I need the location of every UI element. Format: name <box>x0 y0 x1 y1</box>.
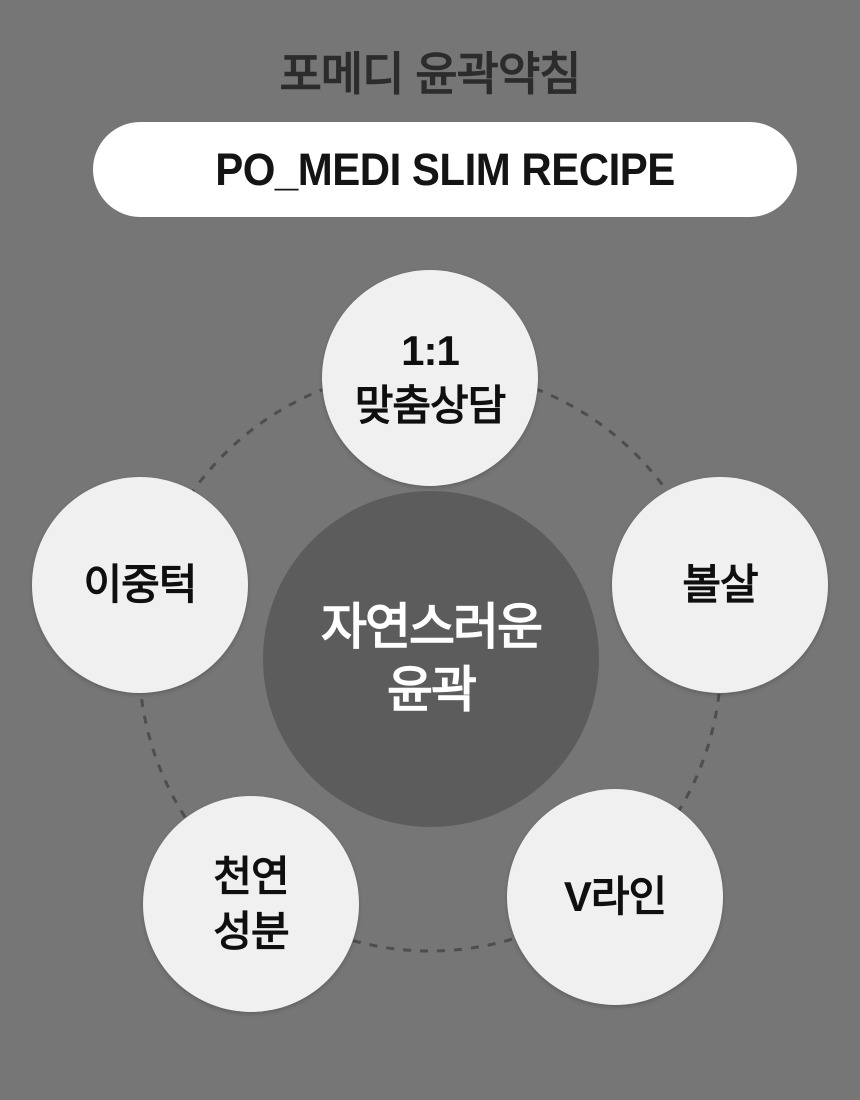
satellite-consult-line1: 1:1 <box>401 326 460 374</box>
recipe-badge: PO_MEDI SLIM RECIPE <box>93 122 797 217</box>
satellite-circle-double-chin: 이중턱 <box>32 477 248 693</box>
hub-circle-natural-contour: 자연스러운 윤곽 <box>263 491 599 827</box>
recipe-badge-label: PO_MEDI SLIM RECIPE <box>215 143 675 195</box>
page-title: 포메디 윤곽약침 <box>279 48 581 100</box>
hub-label-line2: 윤곽 <box>387 662 477 718</box>
satellite-consult-line2: 맞춤상담 <box>354 382 507 429</box>
satellite-circle-consult: 1:1 맞춤상담 <box>322 270 538 486</box>
hub-label-line1: 자연스러운 <box>321 599 543 655</box>
satellite-circle-cheek-fat: 볼살 <box>612 477 828 693</box>
satellite-natural-ingredients-line1: 천연 <box>213 852 289 900</box>
satellite-v-line-label: V라인 <box>563 873 667 921</box>
satellite-circle-natural-ingredients: 천연 성분 <box>143 796 359 1012</box>
satellite-double-chin-label: 이중턱 <box>83 561 198 609</box>
satellite-natural-ingredients-line2: 성분 <box>213 908 289 955</box>
satellite-circle-v-line: V라인 <box>507 789 723 1005</box>
satellite-cheek-fat-label: 볼살 <box>682 561 758 609</box>
